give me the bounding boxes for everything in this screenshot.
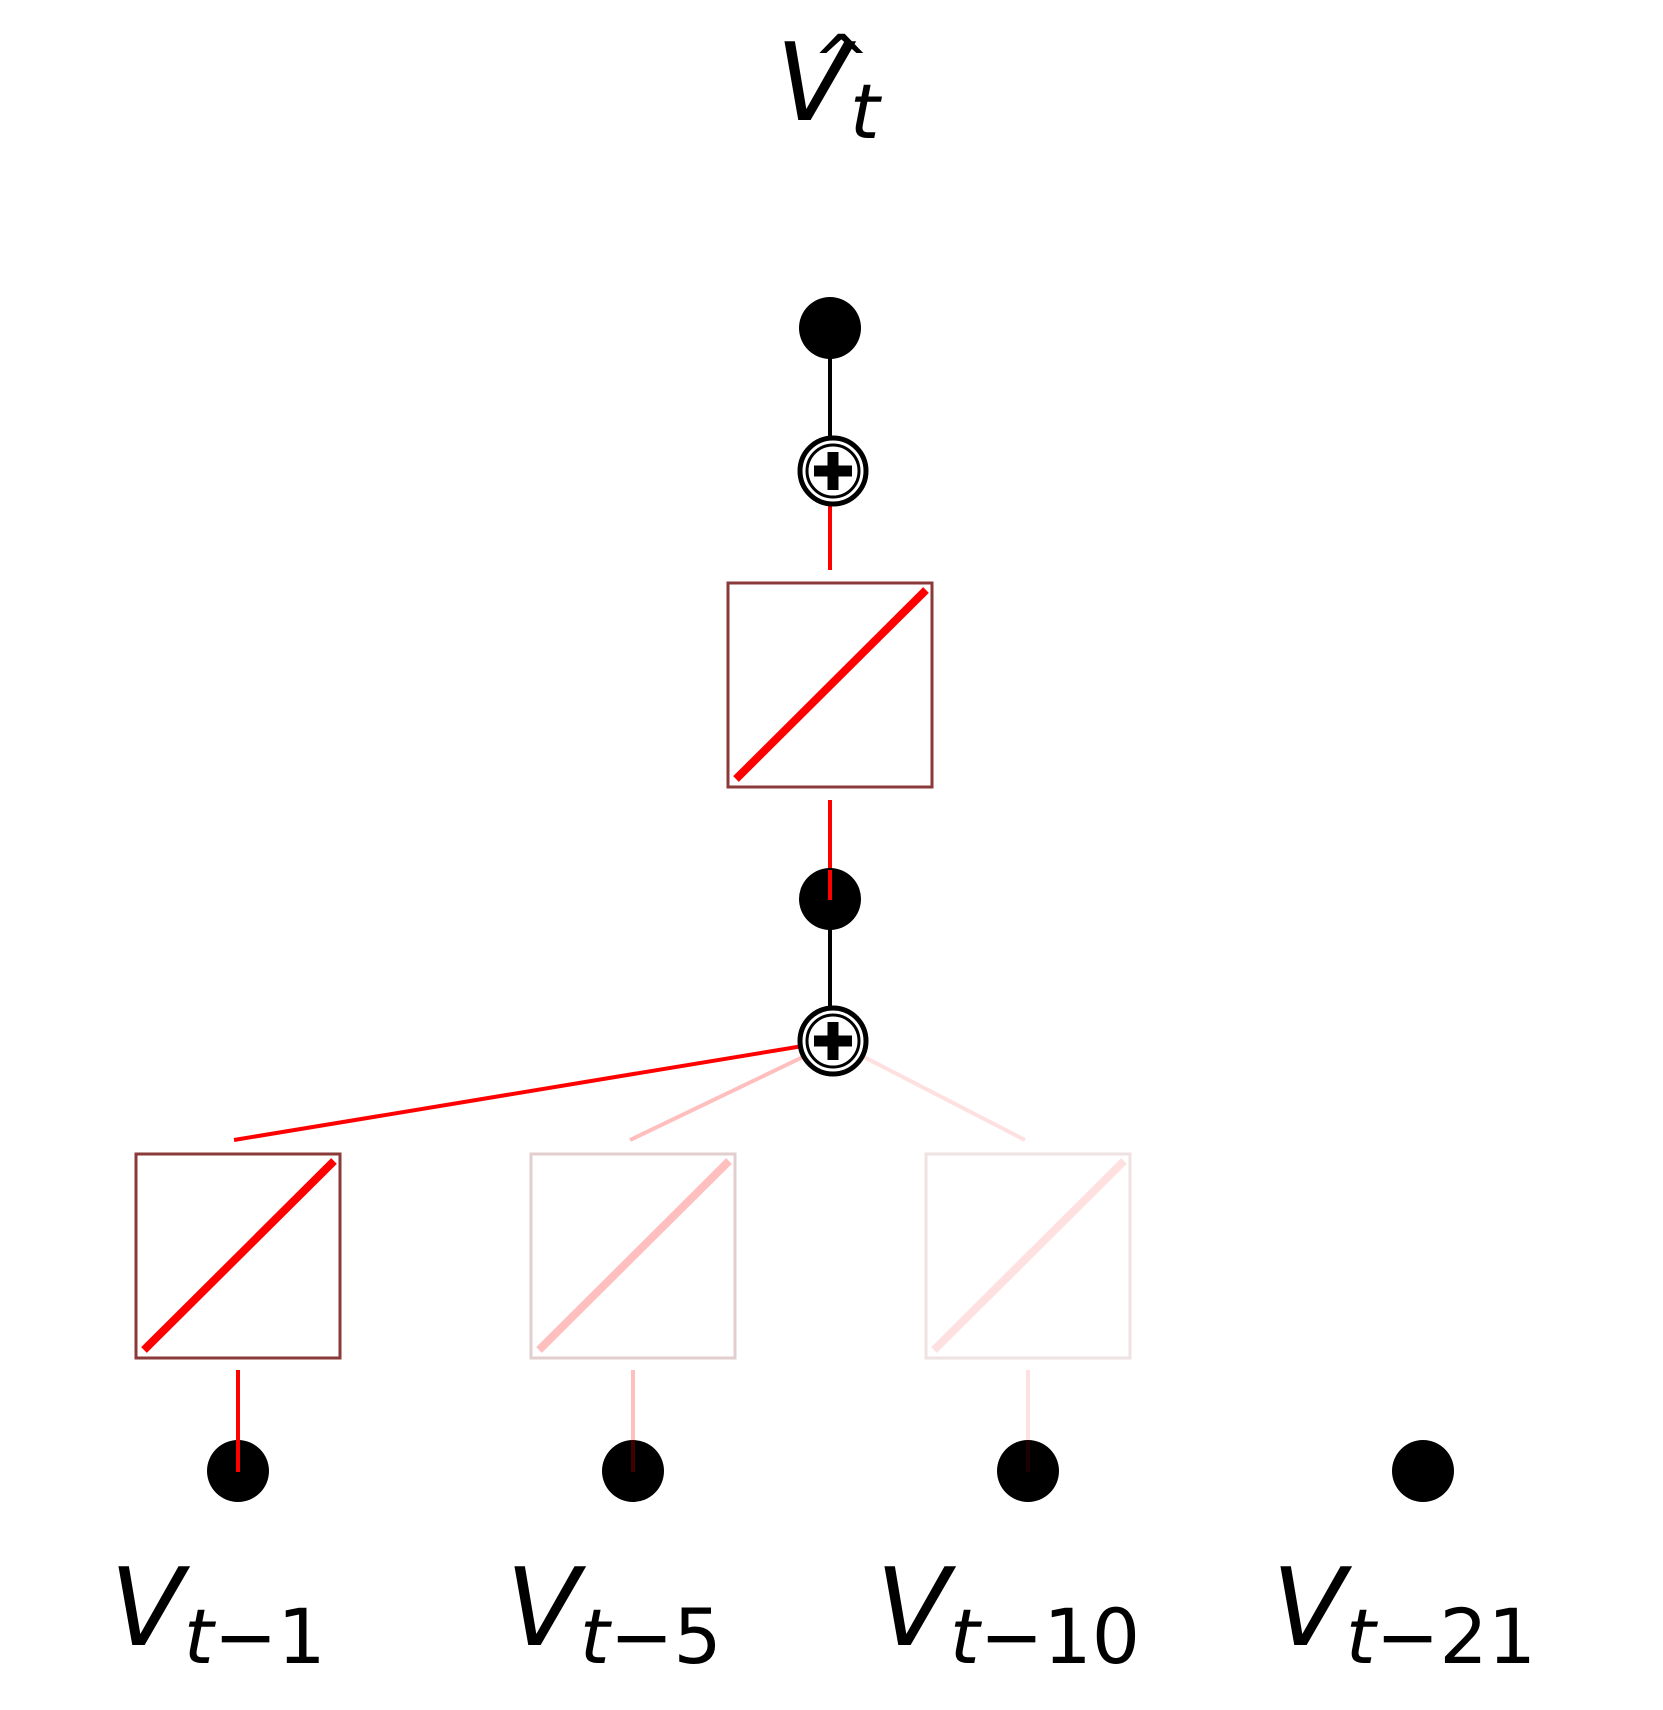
edge-sum-to-input-box-10: [861, 1054, 1026, 1142]
output-symbol: V: [776, 21, 850, 146]
input-neuron-box-1: [134, 1152, 342, 1360]
input-label-lag-10: Vt−10: [876, 1546, 1141, 1681]
edge-sum-to-input-box-1: [233, 1044, 804, 1142]
input-label-lag-5: Vt−5: [506, 1546, 722, 1681]
input-node-5: [602, 1440, 664, 1502]
input-neuron-box-10: [924, 1152, 1132, 1360]
output-subscript: t: [849, 67, 880, 156]
output-label: V^t: [776, 26, 880, 150]
input-label-lag-1: Vt−1: [110, 1546, 326, 1681]
input-box-frame-10: [924, 1152, 1132, 1360]
edge-sum-to-input-box-5: [629, 1054, 806, 1142]
input-neuron-box-5: [529, 1152, 737, 1360]
output-hat: ^: [812, 20, 871, 102]
input-node-10: [997, 1440, 1059, 1502]
top-neuron-box: [726, 581, 934, 789]
sum-node-icon: [797, 1005, 869, 1077]
input-box-frame-5: [529, 1152, 737, 1360]
input-box-frame-1: [134, 1152, 342, 1360]
linear-activation-icon: [141, 1158, 337, 1353]
linear-activation-icon: [931, 1158, 1127, 1353]
sum-node-icon: [797, 435, 869, 507]
output-node: [799, 297, 861, 359]
linear-activation-icon: [733, 587, 929, 782]
linear-activation-icon: [536, 1158, 732, 1353]
input-label-lag-21: Vt−21: [1272, 1546, 1537, 1681]
input-node-21: [1392, 1440, 1454, 1502]
